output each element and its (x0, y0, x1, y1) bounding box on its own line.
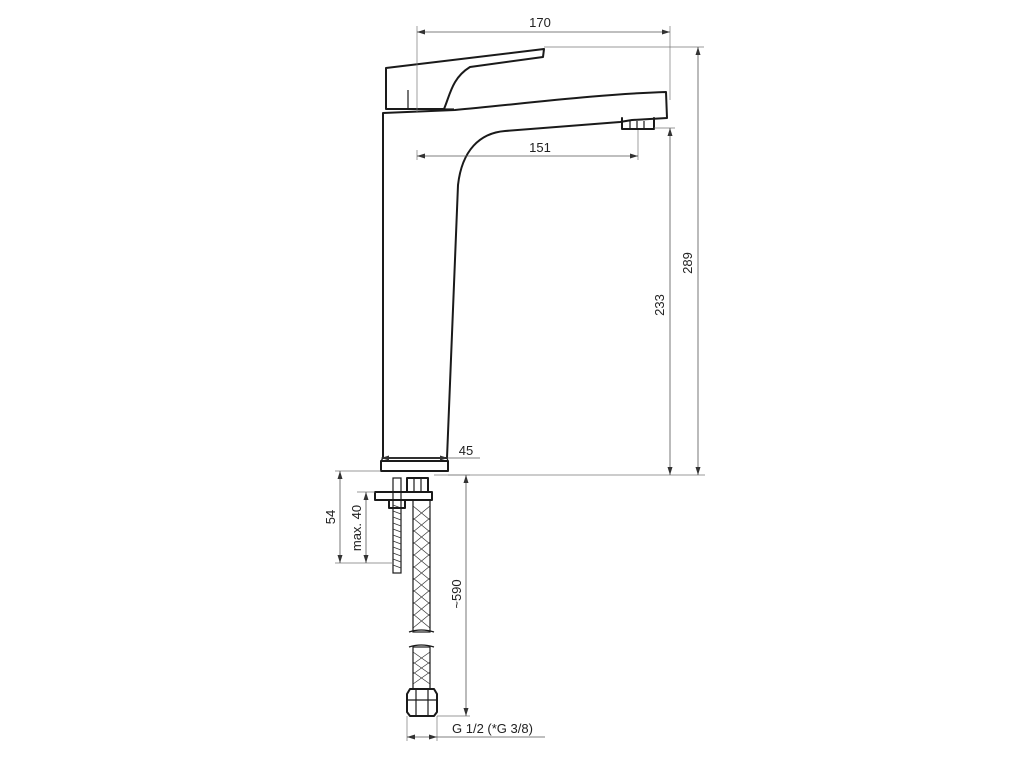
mounting-hardware (374, 477, 433, 574)
label-hose-length: ~590 (449, 579, 464, 608)
extension-lines (335, 26, 705, 741)
label-base-diameter: 45 (459, 443, 473, 458)
label-connection-thread: G 1/2 (*G 3/8) (452, 721, 533, 736)
label-spout-reach: 151 (529, 140, 551, 155)
label-overall-reach: 170 (529, 15, 551, 30)
label-counter-thickness: max. 40 (349, 505, 364, 551)
faucet-body (380, 48, 668, 472)
dimension-lines (337, 29, 701, 740)
braided-hose (406, 499, 438, 717)
label-overall-height: 289 (680, 252, 695, 274)
label-spout-height: 233 (652, 294, 667, 316)
label-shank-length: 54 (323, 510, 338, 524)
dimension-labels: 170 151 289 233 45 54 max. 40 ~590 G 1/2… (323, 15, 695, 736)
